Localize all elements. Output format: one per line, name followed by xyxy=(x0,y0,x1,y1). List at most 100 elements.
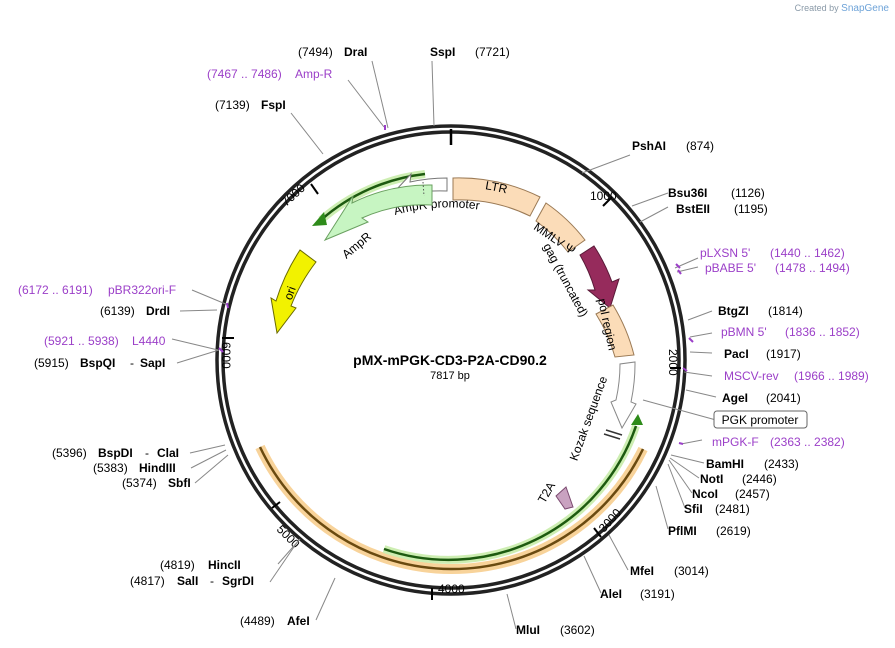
svg-text:(3602): (3602) xyxy=(560,623,595,637)
tick-2000: 2000 xyxy=(666,349,681,376)
svg-text:AleI: AleI xyxy=(600,587,622,601)
credit-prefix: Created by xyxy=(794,3,839,13)
site-pshai: PshAI (874) xyxy=(632,139,714,153)
svg-text:(3014): (3014) xyxy=(674,564,709,578)
svg-text:pBABE 5': pBABE 5' xyxy=(705,261,756,275)
svg-text:NotI: NotI xyxy=(700,472,723,486)
svg-text:(5374): (5374) xyxy=(122,476,157,490)
insert-inner-arrowhead xyxy=(631,414,643,425)
svg-text:DraI: DraI xyxy=(344,45,367,59)
svg-text:(3191): (3191) xyxy=(640,587,675,601)
svg-text:(5383): (5383) xyxy=(93,461,128,475)
site-alei: AleI (3191) xyxy=(600,587,675,601)
site-mfei: MfeI (3014) xyxy=(630,564,709,578)
tick-1000: 1000 xyxy=(590,189,617,207)
backbone-outer xyxy=(215,124,687,596)
svg-text:(1126): (1126) xyxy=(731,186,765,200)
plasmid-name: pMX-mPGK-CD3-P2A-CD90.2 xyxy=(353,352,547,368)
svg-text:(2619): (2619) xyxy=(716,524,751,538)
site-hincii: (4819) HincII xyxy=(160,558,241,572)
pgk-promoter-callout: PGK promoter xyxy=(713,410,808,429)
ampr-outer-arrowhead xyxy=(312,212,327,226)
insert-outer-track xyxy=(258,446,645,571)
svg-text:(5921 .. 5938): (5921 .. 5938) xyxy=(44,334,119,348)
svg-text:(7721): (7721) xyxy=(475,45,510,59)
svg-text:FspI: FspI xyxy=(261,98,286,112)
svg-text:BtgZI: BtgZI xyxy=(718,304,749,318)
svg-text:SfiI: SfiI xyxy=(684,502,703,516)
ltr-feature xyxy=(452,177,541,217)
svg-text:(2433): (2433) xyxy=(764,457,799,471)
pgk-promoter-feature xyxy=(610,361,637,430)
svg-text:NcoI: NcoI xyxy=(692,487,718,501)
svg-text:BamHI: BamHI xyxy=(706,457,744,471)
svg-text:(2041): (2041) xyxy=(766,391,801,405)
ampr-feature xyxy=(323,184,433,242)
site-fspi: (7139) FspI xyxy=(215,98,286,112)
gag-truncated-feature xyxy=(579,245,620,309)
svg-text:(1966 .. 1989): (1966 .. 1989) xyxy=(794,369,869,383)
primer-mscv-rev: MSCV-rev (1966 .. 1989) xyxy=(724,369,869,383)
primer-amp-r: (7467 .. 7486) Amp-R xyxy=(207,67,333,81)
svg-text:(1836 .. 1852): (1836 .. 1852) xyxy=(785,325,860,339)
svg-text:(1440 .. 1462): (1440 .. 1462) xyxy=(770,246,845,260)
svg-text:SapI: SapI xyxy=(140,356,165,370)
svg-text:(1917): (1917) xyxy=(766,347,801,361)
svg-text:MfeI: MfeI xyxy=(630,564,654,578)
pgk-promoter-label: PGK promoter xyxy=(722,413,799,427)
site-bspdi-clai: (5396) BspDI - ClaI xyxy=(52,446,179,460)
site-bsu36i: Bsu36I (1126) xyxy=(668,186,765,200)
ori-label: ori xyxy=(281,284,299,301)
site-bspqi-sapi: (5915) BspQI - SapI xyxy=(34,356,165,370)
svg-text:SspI: SspI xyxy=(430,45,455,59)
svg-text:AgeI: AgeI xyxy=(722,391,748,405)
tick-label-4000: 4000 xyxy=(438,582,465,596)
tick-label-5000: 5000 xyxy=(274,522,303,551)
svg-text:(5396): (5396) xyxy=(52,446,87,460)
svg-text:Amp-R: Amp-R xyxy=(295,67,333,81)
svg-text:(1195): (1195) xyxy=(734,202,768,216)
site-mlui: MluI (3602) xyxy=(516,623,595,637)
site-paci: PacI (1917) xyxy=(724,347,801,361)
ampr-dotted-boundary xyxy=(422,181,425,197)
site-pflmi: PflMI (2619) xyxy=(668,524,751,538)
site-btgzi: BtgZI (1814) xyxy=(718,304,803,318)
svg-text:pBMN 5': pBMN 5' xyxy=(721,325,767,339)
svg-text:(4817): (4817) xyxy=(130,574,165,588)
svg-text:pLXSN 5': pLXSN 5' xyxy=(700,246,750,260)
svg-text:MluI: MluI xyxy=(516,623,540,637)
site-bsteii: BstEII (1195) xyxy=(676,202,768,216)
t2a-label: T2A xyxy=(535,480,558,506)
svg-text:(2481): (2481) xyxy=(715,502,750,516)
svg-text:(6172 .. 6191): (6172 .. 6191) xyxy=(18,283,93,297)
kozak-sequence-label: Kozak sequence xyxy=(567,374,611,462)
site-bamhi: BamHI (2433) xyxy=(706,457,799,471)
svg-text:BspQI: BspQI xyxy=(80,356,115,370)
primer-pbr322ori-f: (6172 .. 6191) pBR322ori-F xyxy=(18,283,176,297)
site-sspi: SspI (7721) xyxy=(430,45,510,59)
site-noti: NotI (2446) xyxy=(700,472,777,486)
svg-text:PacI: PacI xyxy=(724,347,749,361)
svg-text:(1814): (1814) xyxy=(768,304,803,318)
site-drai: (7494) DraI xyxy=(298,45,367,59)
site-drdi: (6139) DrdI xyxy=(100,304,170,318)
svg-text:pBR322ori-F: pBR322ori-F xyxy=(108,283,176,297)
svg-text:ClaI: ClaI xyxy=(157,446,179,460)
tick-label-1000: 1000 xyxy=(590,189,617,203)
plasmid-size: 7817 bp xyxy=(430,370,470,382)
svg-text:(4819): (4819) xyxy=(160,558,195,572)
svg-text:-: - xyxy=(145,446,149,460)
svg-text:(5915): (5915) xyxy=(34,356,69,370)
ampr-outer-track xyxy=(320,172,426,221)
svg-text:PshAI: PshAI xyxy=(632,139,666,153)
svg-text:PflMI: PflMI xyxy=(668,524,697,538)
svg-text:AfeI: AfeI xyxy=(287,614,310,628)
tick-label-6000: 6000 xyxy=(219,342,233,369)
svg-text:SalI: SalI xyxy=(177,574,198,588)
svg-text:BspDI: BspDI xyxy=(98,446,133,460)
kozak-marker-1 xyxy=(605,429,623,436)
site-afei: (4489) AfeI xyxy=(240,614,310,628)
ampr-label: AmpR xyxy=(339,229,374,261)
svg-text:BstEII: BstEII xyxy=(676,202,710,216)
